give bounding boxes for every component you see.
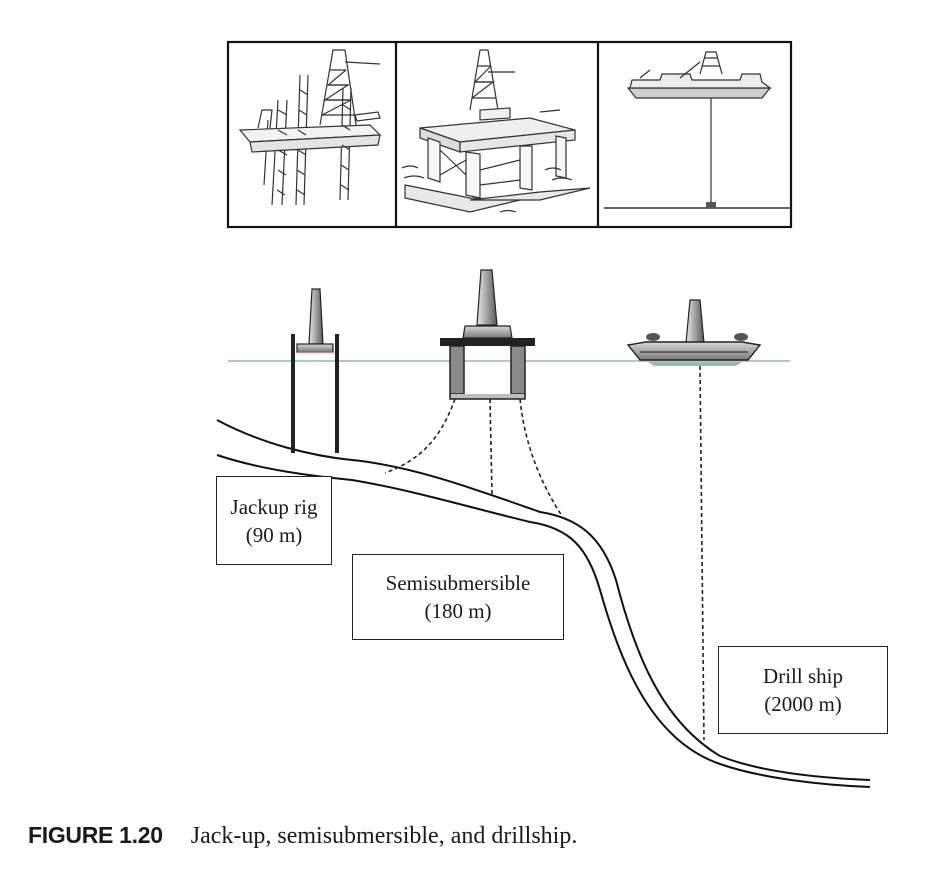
seabed <box>216 419 871 788</box>
figure-caption-text: Jack-up, semisubmersible, and drillship. <box>190 823 578 849</box>
label-jackup-rig-name: Jackup rig <box>230 494 318 519</box>
drillship-schematic <box>626 299 762 741</box>
label-drill-ship: Drill ship (2000 m) <box>718 646 888 734</box>
mooring-lines <box>384 398 563 517</box>
label-drill-ship-depth: (2000 m) <box>764 692 842 716</box>
label-semisubmersible-name: Semisubmersible <box>385 571 531 595</box>
label-drill-ship-name: Drill ship <box>763 664 843 688</box>
jackup-rig-schematic <box>291 288 339 453</box>
label-jackup-rig: Jackup rig (90 m) <box>216 476 332 565</box>
semisubmersible-sketch <box>401 49 591 213</box>
figure-number: FIGURE 1.20 <box>28 822 163 848</box>
drillship-sketch <box>604 51 790 209</box>
label-semisubmersible: Semisubmersible (180 m) <box>352 554 564 640</box>
semisubmersible-schematic <box>440 269 535 400</box>
label-jackup-rig-depth: (90 m) <box>245 522 303 547</box>
jackup-rig-sketch <box>238 49 382 206</box>
figure-caption: FIGURE 1.20 Jack-up, semisubmersible, and… <box>28 822 908 850</box>
label-semisubmersible-depth: (180 m) <box>424 599 492 623</box>
